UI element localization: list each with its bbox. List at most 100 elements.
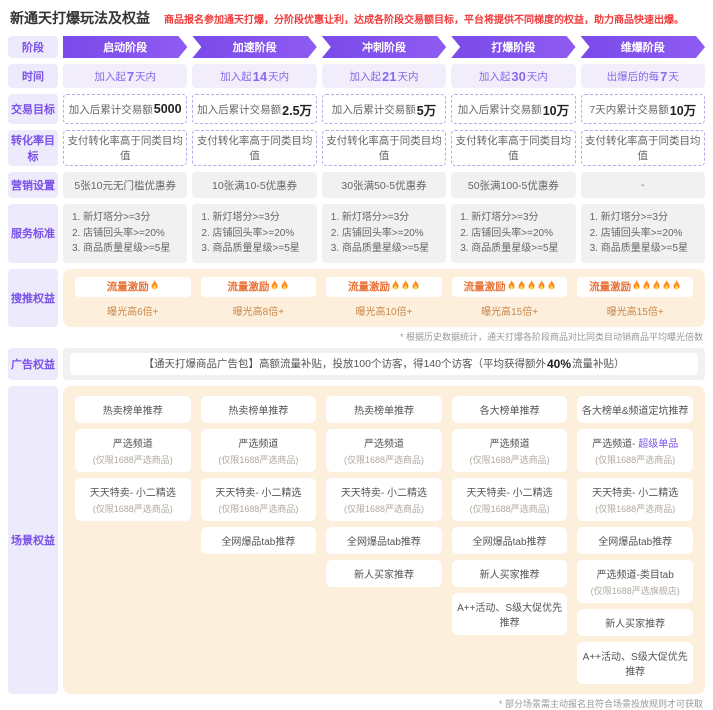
searchrec-row: 搜推权益 流量激励 曝光高6倍+ 流量激励 曝光高8倍+ 流量激励 曝光高10倍… xyxy=(8,268,705,327)
scene-pill: 热卖榜单推荐 xyxy=(326,395,442,423)
row-label-stage: 阶段 xyxy=(8,36,58,58)
ad-row: 广告权益 【通天打爆商品广告包】高额流量补贴，投放100个访客，得140个访客（… xyxy=(8,347,705,380)
scene-pill-title: A++活动、S级大促优先推荐 xyxy=(457,602,563,629)
fire-icon xyxy=(271,279,278,289)
traffic-incentive-pill: 流量激励 xyxy=(75,276,191,297)
scene-column-sprint: 热卖榜单推荐严选频道(仅限1688严选商品)天天特卖- 小二精选(仅限1688严… xyxy=(326,395,442,587)
scene-pill: 严选频道(仅限1688严选商品) xyxy=(75,428,191,472)
scene-pill: 严选频道-类目tab(仅限1688严选旗舰店) xyxy=(577,559,693,603)
searchrec-cell: 流量激励 曝光高10倍+ xyxy=(326,276,442,318)
scene-pill-accent: 超级单品 xyxy=(638,438,679,450)
scene-column-sustain: 各大榜单&频道定坑推荐严选频道- 超级单品(仅限1688严选商品) 天天特卖- 小… xyxy=(577,395,693,684)
scene-pill: A++活动、S级大促优先推荐 xyxy=(451,592,568,635)
scene-pill-title: 新人买家推荐 xyxy=(605,618,666,630)
scene-pill-title: 全网爆品tab推荐 xyxy=(221,536,296,548)
scene-pill-title: 全网爆品tab推荐 xyxy=(598,536,673,548)
scene-pill-subtitle: (仅限1688严选商品) xyxy=(469,503,550,514)
scene-pill: 天天特卖- 小二精选 (仅限1688严选商品) xyxy=(200,477,317,521)
scene-pill-title: 全网爆品tab推荐 xyxy=(347,536,421,548)
scene-pill-title: 严选频道 xyxy=(112,438,153,450)
scene-pill: 新人买家推荐 xyxy=(326,559,442,587)
scene-pill-title: 严选频道 xyxy=(238,438,279,450)
scene-column-explode: 各大榜单推荐严选频道(仅限1688严选商品)天天特卖- 小二精选(仅限1688严… xyxy=(451,395,568,635)
scene-row: 场景权益 热卖榜单推荐严选频道(仅限1688严选商品)天天特卖- 小二精选(仅限… xyxy=(8,385,705,694)
scene-pill-title: 天天特卖- 小二精选 xyxy=(215,487,302,499)
stage-chevron-sprint: 冲刺阶段 xyxy=(322,36,446,58)
ad-band: 【通天打爆商品广告包】高额流量补贴，投放100个访客，得140个访客（平均获得额… xyxy=(63,347,705,380)
scene-pill-title: 热卖榜单推荐 xyxy=(353,405,414,417)
fire-icon xyxy=(673,279,680,289)
scene-pill-title: 严选频道 xyxy=(489,438,530,450)
conversion-cell: 支付转化率高于同类目均值 xyxy=(451,130,576,166)
conversion-cell: 支付转化率高于同类目均值 xyxy=(580,130,705,166)
scene-column-launch: 热卖榜单推荐严选频道(仅限1688严选商品) 天天特卖- 小二精选(仅限1688严… xyxy=(75,395,191,521)
fire-icon xyxy=(508,279,515,289)
marketing-cell: 50张满100-5优惠券 xyxy=(451,172,576,198)
scene-pill-subtitle: (仅限1688严选商品) xyxy=(218,503,299,514)
scene-pill-title: 各大榜单&频道定坑推荐 xyxy=(581,405,689,417)
searchrec-cell: 流量激励 曝光高15倍+ xyxy=(451,276,568,318)
fire-icon xyxy=(653,279,660,289)
scene-pill: 热卖榜单推荐 xyxy=(200,395,317,423)
exposure-note: 曝光高15倍+ xyxy=(606,306,664,318)
scene-pill-subtitle: (仅限1688严选商品) xyxy=(595,503,676,514)
scene-pill-subtitle: (仅限1688严选商品) xyxy=(469,454,550,465)
scene-pill: 新人买家推荐 xyxy=(451,559,568,587)
scene-pill: 天天特卖- 小二精选(仅限1688严选商品) xyxy=(577,477,693,521)
scene-pill-title: 新人买家推荐 xyxy=(353,569,414,581)
scene-pill: 严选频道(仅限1688严选商品) xyxy=(200,428,317,472)
conversion-cell: 支付转化率高于同类目均值 xyxy=(321,130,447,166)
scene-pill: 各大榜单&频道定坑推荐 xyxy=(577,395,693,423)
fire-icon xyxy=(548,279,555,289)
scene-pill-title: 各大榜单推荐 xyxy=(479,405,540,417)
conversion-cell: 支付转化率高于同类目均值 xyxy=(192,130,317,166)
exposure-note: 曝光高6倍+ xyxy=(107,306,159,318)
fire-icon xyxy=(151,279,158,289)
scene-pill-title: 新人买家推荐 xyxy=(479,569,540,581)
searchrec-band: 流量激励 曝光高6倍+ 流量激励 曝光高8倍+ 流量激励 曝光高10倍+ 流量激… xyxy=(63,268,705,327)
conversion-cell: 支付转化率高于同类目均值 xyxy=(63,130,188,166)
fire-icon xyxy=(528,279,535,289)
conversion-row: 转化率目标 支付转化率高于同类目均值 支付转化率高于同类目均值 支付转化率高于同… xyxy=(8,130,705,166)
stage-chevron-explode: 打爆阶段 xyxy=(451,36,575,58)
scene-pill: 各大榜单推荐 xyxy=(451,395,568,423)
stage-row: 阶段 启动阶段 加速阶段 冲刺阶段 打爆阶段 维爆阶段 xyxy=(8,36,705,58)
traffic-incentive-pill: 流量激励 xyxy=(451,276,568,297)
scene-band: 热卖榜单推荐严选频道 (仅限1688严选商品) 天天特卖- 小二精选 (仅限1688严… xyxy=(63,385,705,694)
scene-pill: 严选频道- 超级单品(仅限1688严选商品) xyxy=(577,428,693,472)
exposure-note: 曝光高8倍+ xyxy=(232,306,285,318)
searchrec-cell: 流量激励 曝光高8倍+ xyxy=(200,276,317,318)
traffic-incentive-pill: 流量激励 xyxy=(326,276,442,297)
fire-icon xyxy=(281,279,288,289)
scene-pill: 天天特卖- 小二精选(仅限1688严选商品) xyxy=(75,477,191,521)
scene-pill: 严选频道 (仅限1688严选商品) xyxy=(451,428,568,472)
row-label-marketing: 营销设置 xyxy=(8,172,58,198)
scene-pill: 全网爆品tab推荐 xyxy=(200,526,317,554)
ad-package-pill: 【通天打爆商品广告包】高额流量补贴，投放100个访客，得140个访客（平均获得额… xyxy=(70,352,698,375)
scene-pill: 天天特卖- 小二精选(仅限1688严选商品) xyxy=(326,477,442,521)
scene-pill-title: 天天特卖- 小二精选 xyxy=(89,487,176,499)
marketing-cell: 5张10元无门槛优惠券 xyxy=(63,172,188,198)
promo-benefits-page: 新通天打爆玩法及权益 商品报名参加通天打爆，分阶段优惠让利，达成各阶段交易额目标… xyxy=(8,8,705,709)
page-header: 新通天打爆玩法及权益 商品报名参加通天打爆，分阶段优惠让利，达成各阶段交易额目标… xyxy=(10,8,705,28)
scene-column-accelerate: 热卖榜单推荐严选频道(仅限1688严选商品) 天天特卖- 小二精选 (仅限1688严… xyxy=(200,395,317,554)
scene-pill-subtitle: (仅限1688严选商品) xyxy=(343,503,424,514)
scene-pill: 全网爆品tab推荐 xyxy=(326,526,442,554)
fire-icon xyxy=(538,279,545,289)
header-note: 商品报名参加通天打爆，分阶段优惠让利，达成各阶段交易额目标，平台将提供不同梯度的… xyxy=(164,14,684,26)
scene-pill: 全网爆品tab推荐 xyxy=(451,526,568,554)
exposure-note: 曝光高15倍+ xyxy=(481,306,539,318)
stage-chevron-sustain: 维爆阶段 xyxy=(581,36,705,58)
fire-icon xyxy=(402,279,409,289)
row-label-conversion: 转化率目标 xyxy=(8,130,58,166)
scene-pill: 热卖榜单推荐 xyxy=(75,395,191,423)
fire-icon xyxy=(412,279,419,289)
